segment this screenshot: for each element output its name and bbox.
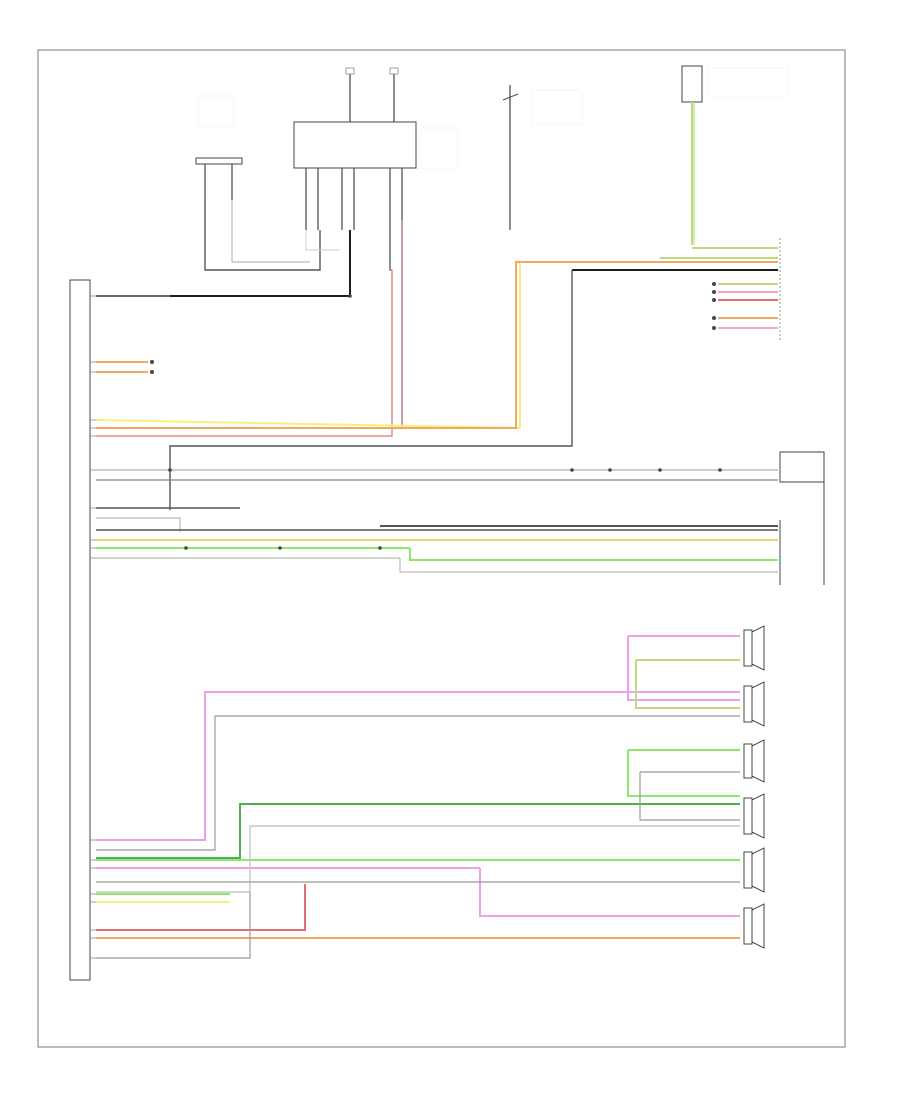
radio-side-connectors xyxy=(96,360,154,374)
radio-pin-ticks xyxy=(90,295,96,959)
component-sensor-top-left xyxy=(195,95,243,200)
component-module-top-right xyxy=(681,65,789,245)
component-switch-top xyxy=(502,85,583,230)
wiring-upper xyxy=(95,200,573,510)
splice-points xyxy=(168,294,722,550)
speaker-rf-door xyxy=(743,681,765,727)
speaker-lr xyxy=(743,847,765,893)
wiring-speakers xyxy=(96,635,740,959)
component-connector-right-upper xyxy=(520,238,781,340)
component-module-top xyxy=(293,67,459,230)
component-amp-right xyxy=(779,451,825,585)
speaker-lf-tweeter xyxy=(743,739,765,783)
component-radio-main xyxy=(69,279,91,981)
speaker-rf-tweeter xyxy=(743,625,765,671)
wiring-middle xyxy=(96,469,778,573)
speaker-lf-door xyxy=(743,793,765,839)
page-border xyxy=(37,49,846,1048)
speaker-rr xyxy=(743,903,765,949)
